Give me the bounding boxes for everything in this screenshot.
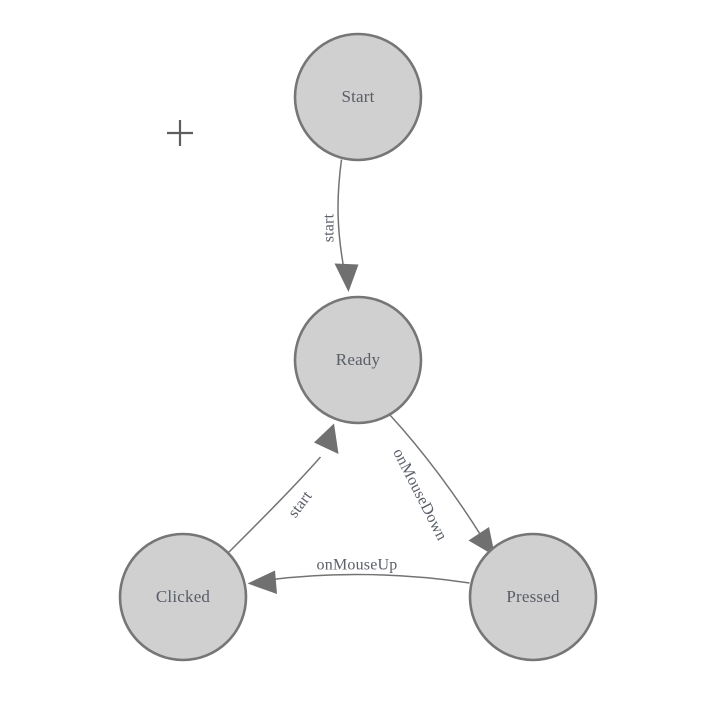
edge-label-pressed-to-clicked: onMouseUp <box>317 557 398 574</box>
node-pressed[interactable]: Pressed <box>468 532 598 662</box>
edge-ready-to-pressed-path <box>388 413 484 539</box>
edge-pressed-to-clicked[interactable] <box>247 570 470 595</box>
edge-label-clicked-to-ready: start <box>285 488 316 521</box>
node-start[interactable]: Start <box>293 32 423 162</box>
edge-clicked-to-ready-path <box>227 456 322 554</box>
edge-label-ready-to-pressed: onMouseDown <box>389 446 450 544</box>
edge-ready-to-pressed[interactable] <box>388 413 496 557</box>
node-start-circle <box>293 32 423 162</box>
node-pressed-label: Pressed <box>506 587 560 606</box>
node-pressed-circle <box>468 532 598 662</box>
edge-pressed-to-clicked-path <box>267 573 470 584</box>
edge-pressed-to-clicked-arrowhead <box>247 570 277 594</box>
node-ready[interactable]: Ready <box>293 295 423 425</box>
edge-start-to-ready[interactable] <box>334 159 359 293</box>
node-start-label: Start <box>341 87 374 106</box>
edge-start-to-ready-path <box>337 159 346 273</box>
edge-ready-to-pressed-arrowhead <box>468 527 495 556</box>
node-clicked-label: Clicked <box>156 587 211 606</box>
edge-start-to-ready-arrowhead <box>334 263 359 292</box>
edge-clicked-to-ready-arrowhead <box>314 423 339 454</box>
edge-clicked-to-ready[interactable] <box>227 423 339 554</box>
edge-label-text: onMouseDown <box>389 446 450 544</box>
edge-label-text: start <box>285 488 316 521</box>
node-clicked-circle <box>118 532 248 662</box>
edge-label-text: onMouseUp <box>317 557 398 574</box>
node-clicked[interactable]: Clicked <box>118 532 248 662</box>
plus-icon[interactable] <box>167 120 193 146</box>
edge-label-start-to-ready: start <box>321 213 338 242</box>
node-ready-label: Ready <box>336 350 381 369</box>
edge-label-text: start <box>321 213 338 242</box>
node-ready-circle <box>293 295 423 425</box>
